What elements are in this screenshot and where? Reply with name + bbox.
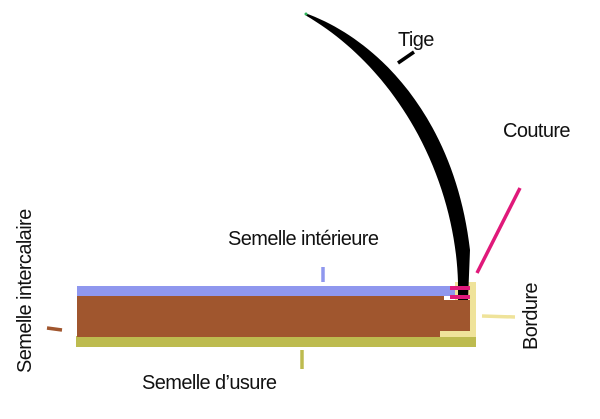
semelle-intercalaire-layer	[77, 295, 444, 337]
couture-stitch-2	[450, 295, 470, 299]
tige-leader	[397, 50, 415, 65]
semelle-intercalaire-leader	[46, 326, 63, 332]
bordure-leader	[481, 314, 516, 319]
bordure-inner	[444, 300, 470, 331]
tige-upper	[305, 13, 470, 300]
semelle-intercalaire-label: Semelle intercalaire	[14, 209, 36, 373]
semelle-usure-layer	[76, 336, 476, 347]
couture-leader	[475, 187, 522, 274]
semelle-usure-label: Semelle d’usure	[142, 372, 277, 394]
couture-stitch-1	[450, 286, 470, 290]
couture-label: Couture	[503, 120, 570, 142]
tige-label: Tige	[398, 29, 434, 51]
tige-tip	[304, 12, 308, 16]
semelle-interieure-layer	[77, 286, 455, 296]
semelle-interieure-label: Semelle intérieure	[228, 228, 379, 250]
bordure-label: Bordure	[520, 283, 542, 350]
